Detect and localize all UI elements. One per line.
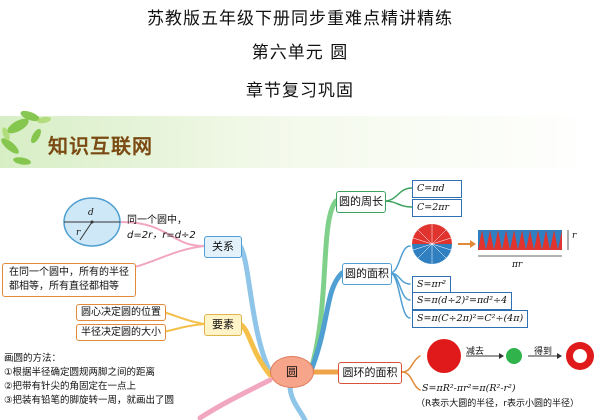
ring-get-label: 得到 (534, 347, 553, 357)
drawing-step-1: ①根据半径确定圆规两脚之间的距离 (4, 367, 156, 378)
center-node-circle: 圆 (270, 356, 314, 388)
element-item-2: 半径决定圆的大小 (76, 324, 166, 341)
doc-title: 苏教版五年级下册同步重难点精讲精练 (147, 9, 453, 29)
area-fig-base: πr (512, 260, 523, 270)
unit-title: 第六单元 圆 (251, 43, 349, 63)
relation-box-line1: 在同一个圆中，所有的半径 (9, 267, 129, 278)
formula-perimeter-2: C=2πr (412, 199, 462, 217)
formula-perimeter-1: C=πd (412, 180, 462, 198)
section-title: 章节复习巩固 (246, 81, 354, 101)
ring-minus-label: 减去 (466, 347, 485, 357)
element-item-1: 圆心决定圆的位置 (76, 304, 166, 321)
banner-title: 知识互联网 (48, 134, 153, 158)
area-transform-figure (412, 224, 569, 264)
drawing-step-3: ③把装有铅笔的脚旋转一周，就画出了圆 (4, 395, 175, 406)
banner-leaves (0, 110, 600, 168)
ring-note: （R表示大圆的半径，r表示小圆的半径） (416, 399, 579, 409)
relation-box-line2: 都相等，所有直径都相等 (9, 281, 119, 292)
formula-area-3: S=π(C÷2π)²=C²÷(4π) (412, 310, 529, 328)
relation-note-2: d=2r，r=d÷2 (127, 230, 196, 241)
node-elements: 要素 (204, 314, 242, 336)
formula-area-2: S=π(d÷2)²=πd²÷4 (412, 292, 513, 310)
branch-relation (237, 243, 273, 375)
drawing-title: 画圆的方法： (4, 353, 62, 364)
diagram-label-d: d (88, 208, 94, 218)
branch-area (309, 270, 345, 371)
drawing-step-2: ②把带有针尖的角固定在一点上 (4, 381, 137, 392)
circle-diagram (63, 197, 121, 247)
branch-perimeter (309, 198, 339, 369)
ring-formula: S=πR²-πr²=π(R²-r²) (422, 383, 516, 394)
node-area: 圆的面积 (342, 263, 392, 285)
node-relation: 关系 (204, 236, 242, 258)
relation-box: 在同一个圆中，所有的半径 都相等，所有直径都相等 (2, 263, 136, 297)
diagram-label-r: r (76, 228, 81, 238)
branch-drawing (197, 377, 273, 420)
ring-figure (427, 339, 594, 373)
area-fig-r: r (572, 231, 577, 241)
branch-elements (237, 321, 273, 378)
relation-note-1: 同一个圆中， (127, 215, 187, 226)
node-perimeter: 圆的周长 (336, 191, 386, 213)
node-ring: 圆环的面积 (338, 362, 402, 384)
